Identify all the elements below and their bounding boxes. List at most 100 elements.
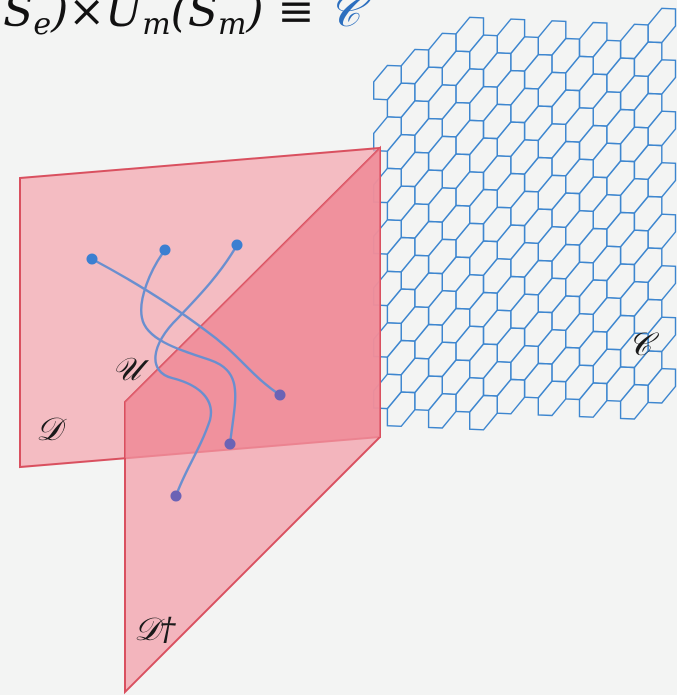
lattice-hexagon — [427, 341, 457, 378]
lattice-hexagon — [606, 160, 636, 197]
lattice-hexagon — [455, 222, 485, 259]
lattice-hexagon — [647, 7, 677, 44]
lattice-hexagon — [565, 261, 594, 298]
lattice-hexagon — [537, 380, 567, 417]
lattice-hexagon — [414, 220, 443, 257]
lattice-hexagon — [386, 339, 416, 376]
lattice-hexagon — [592, 296, 622, 333]
lattice-hexagon — [496, 69, 526, 106]
lattice-hexagon — [647, 213, 677, 250]
strand-1-start-dot — [86, 253, 98, 265]
lattice-hexagon — [537, 174, 567, 211]
lattice-hexagon — [565, 364, 594, 401]
lattice-hexagon — [633, 195, 663, 232]
lattice-hexagon — [633, 41, 663, 78]
lattice-hexagon — [565, 209, 594, 246]
lattice-hexagon — [619, 383, 649, 420]
lattice-hexagon — [496, 378, 526, 415]
lattice-hexagon — [619, 75, 649, 111]
lattice-hexagon — [565, 107, 594, 143]
lattice-hexagon — [455, 273, 485, 310]
planes-overlap — [125, 148, 380, 458]
lattice-hexagon — [414, 272, 443, 309]
lattice-hexagon — [551, 243, 581, 280]
lattice-hexagon — [386, 391, 416, 428]
braid-U — [86, 239, 286, 502]
eq-paren-s: (S — [0, 0, 33, 37]
lattice-hexagon — [455, 376, 485, 413]
lattice-hexagon — [647, 161, 677, 198]
equation: (Se)×Um(Sm) ≡ 𝒞 — [0, 0, 371, 42]
lattice-hexagon — [496, 121, 526, 158]
lattice-hexagon — [400, 203, 430, 239]
lattice-hexagon — [482, 309, 512, 346]
lattice-hexagon — [441, 256, 471, 293]
lattice-hexagon — [578, 382, 608, 418]
lattice-hexagon — [427, 84, 457, 120]
strand-1-end-dot — [274, 389, 286, 401]
lattice-hexagon — [400, 151, 430, 188]
lattice-hexagon — [647, 367, 677, 404]
lattice-hexagon — [606, 57, 636, 94]
lattice-hexagon — [578, 124, 608, 161]
lattice-hexagon — [523, 53, 553, 90]
lattice-hexagon — [592, 39, 622, 76]
lattice-hexagon — [551, 37, 581, 74]
lattice-hexagon — [482, 206, 512, 243]
lattice-hexagon — [469, 85, 498, 122]
lattice-hexagon — [619, 23, 649, 60]
lattice-hexagon — [482, 360, 512, 397]
strand-3-end-dot — [170, 490, 182, 502]
lattice-hexagon — [427, 32, 457, 69]
lattice-hexagon — [400, 357, 430, 394]
lattice-hexagon — [619, 280, 649, 317]
lattice-hexagon — [469, 394, 498, 431]
lattice-hexagon — [482, 103, 512, 140]
lattice-hexagon — [619, 177, 649, 214]
lattice-hexagon — [510, 87, 539, 124]
lattice-hexagon — [386, 82, 416, 119]
lattice-hexagon — [578, 279, 608, 316]
lattice-hexagon — [537, 225, 567, 262]
lattice-hexagon — [469, 137, 498, 174]
lattice-hexagon — [523, 105, 553, 142]
lattice-hexagon — [551, 346, 581, 383]
hexagonal-lattice — [373, 7, 677, 431]
strand-1 — [90, 257, 282, 397]
lattice-hexagon — [551, 295, 581, 332]
lattice-hexagon — [386, 133, 416, 170]
eq-sub-m2: m — [218, 7, 246, 42]
lattice-hexagon — [647, 59, 677, 95]
lattice-hexagon — [469, 188, 498, 225]
lattice-hexagon — [551, 89, 581, 126]
lattice-hexagon — [537, 71, 567, 108]
lattice-hexagon — [496, 275, 526, 312]
lattice-hexagon — [455, 171, 485, 207]
lattice-hexagon — [537, 328, 567, 365]
lattice-hexagon — [427, 135, 457, 172]
eq-arg: (S — [171, 0, 218, 37]
lattice-hexagon — [537, 20, 567, 56]
lattice-hexagon — [523, 259, 553, 296]
lattice-hexagon — [578, 330, 608, 367]
lattice-hexagon — [414, 169, 443, 206]
lattice-hexagon — [441, 359, 471, 396]
lattice-hexagon — [414, 117, 443, 154]
lattice-hexagon — [441, 50, 471, 87]
lattice-hexagon — [496, 224, 526, 261]
lattice-hexagon — [427, 187, 457, 223]
lattice-hexagon — [633, 92, 663, 129]
lattice-hexagon — [400, 100, 430, 136]
lattice-hexagon — [523, 362, 553, 399]
lattice-hexagon — [455, 119, 485, 156]
lattice-hexagon — [592, 245, 622, 282]
lattice-hexagon — [537, 123, 567, 159]
lattice-hexagon — [510, 293, 539, 330]
strand-2 — [140, 248, 237, 446]
lattice-hexagon — [606, 366, 636, 402]
eq-sub-m: m — [142, 7, 170, 42]
lattice-hexagon — [496, 18, 526, 55]
lattice-hexagon — [441, 101, 471, 138]
lattice-hexagon — [551, 140, 581, 177]
lattice-hexagon — [482, 257, 512, 294]
